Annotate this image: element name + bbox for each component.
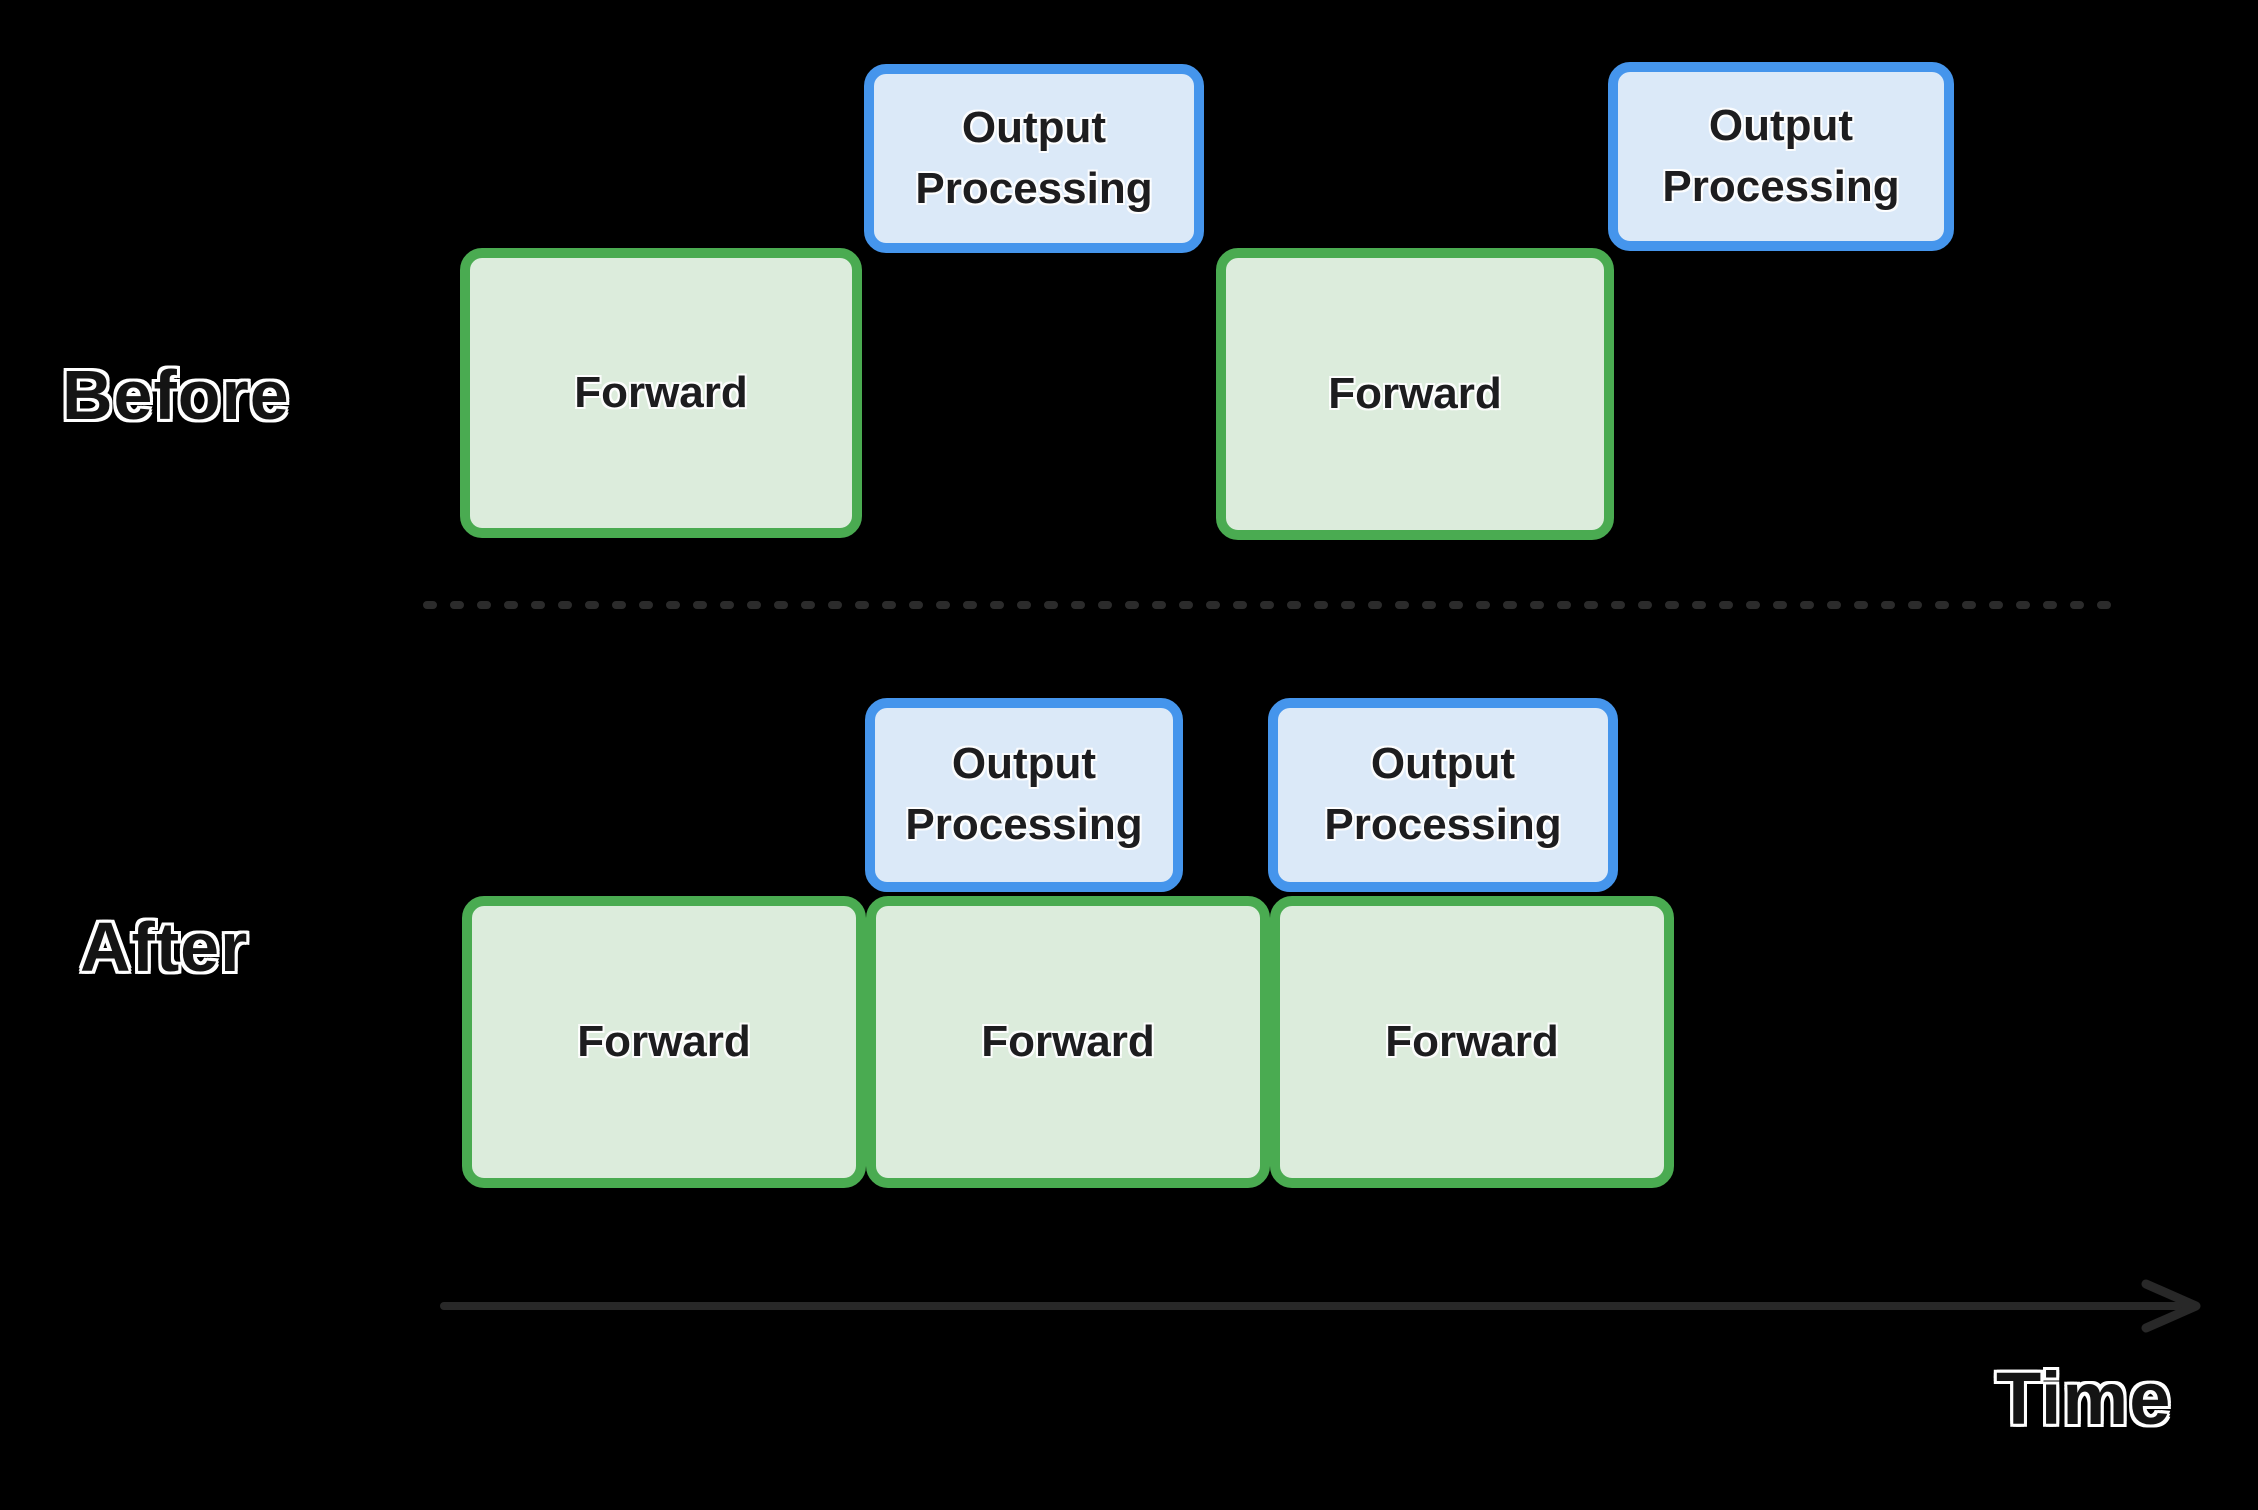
before-section-label: Before bbox=[62, 356, 290, 434]
time-axis-arrow bbox=[440, 1279, 2201, 1333]
after-forward-box-1: Forward bbox=[462, 896, 866, 1188]
before-output-processing-box-1-label: Output Processing bbox=[915, 102, 1153, 213]
after-output-processing-box-2-label: Output Processing bbox=[1324, 739, 1562, 849]
time-axis-label: Time bbox=[1996, 1357, 2172, 1440]
after-forward-box-2: Forward bbox=[866, 896, 1270, 1188]
after-output-processing-box-2: Output Processing bbox=[1268, 698, 1618, 892]
after-section-label: After bbox=[80, 908, 249, 986]
after-forward-box-2-label: Forward bbox=[981, 1016, 1155, 1066]
before-forward-box-2-label: Forward bbox=[1328, 368, 1502, 418]
after-forward-box-3: Forward bbox=[1270, 896, 1674, 1188]
before-output-processing-box-1: Output Processing bbox=[864, 64, 1204, 253]
before-forward-box-2: Forward bbox=[1216, 248, 1614, 540]
after-output-processing-box-1-label: Output Processing bbox=[905, 739, 1143, 849]
after-forward-box-3-label: Forward bbox=[1385, 1016, 1559, 1066]
before-after-separator-dashed-line bbox=[423, 601, 2127, 609]
before-forward-box-1: Forward bbox=[460, 248, 862, 538]
after-forward-box-1-label: Forward bbox=[577, 1016, 751, 1066]
before-output-processing-box-2-label: Output Processing bbox=[1662, 100, 1900, 211]
before-forward-box-1-label: Forward bbox=[574, 367, 748, 417]
before-output-processing-box-2: Output Processing bbox=[1608, 62, 1954, 251]
after-output-processing-box-1: Output Processing bbox=[865, 698, 1183, 892]
